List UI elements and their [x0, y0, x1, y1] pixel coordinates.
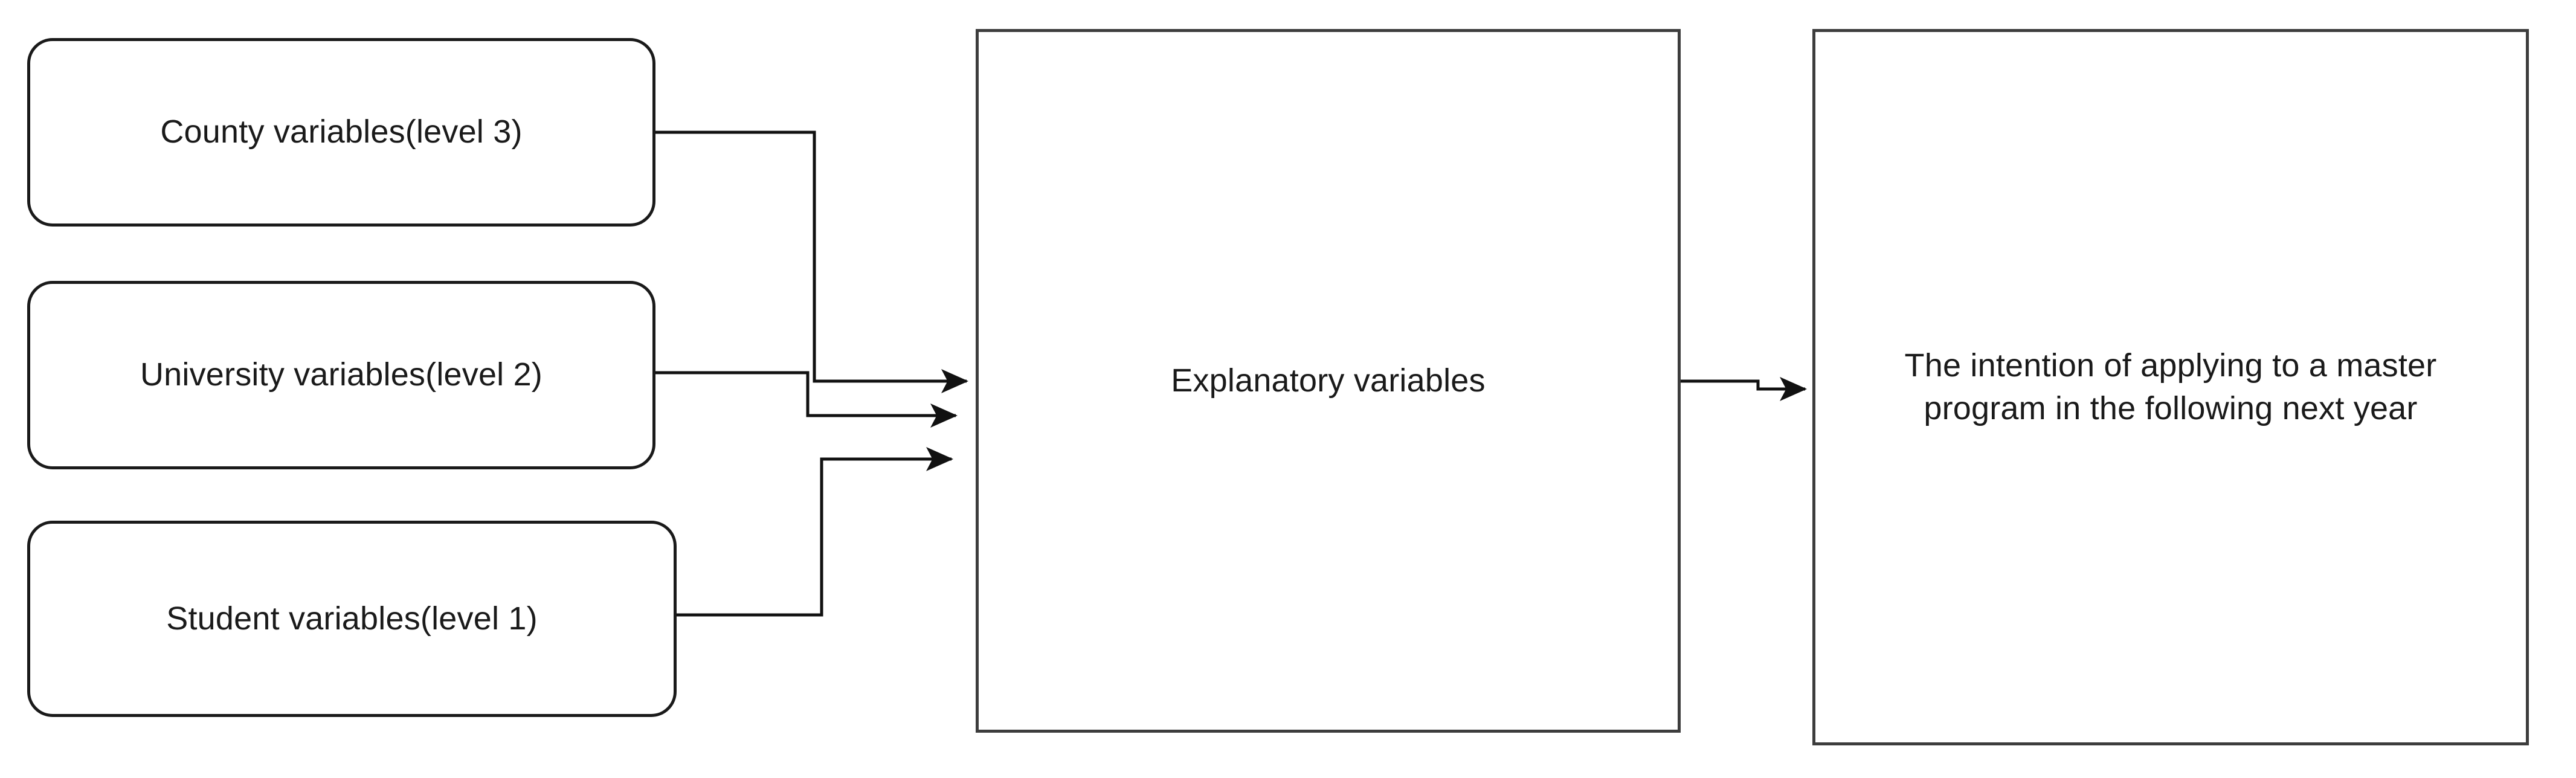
node-label-university-variables: University variables(level 2) — [140, 356, 543, 393]
node-label-student-variables: Student variables(level 1) — [166, 600, 538, 637]
edge-county-to-explanatory — [655, 130, 969, 393]
edge-university-to-explanatory — [655, 371, 958, 428]
node-county-variables[interactable]: County variables(level 3) — [27, 38, 655, 227]
node-outcome-variable[interactable]: The intention of applying to a master pr… — [1812, 29, 2529, 745]
node-explanatory-variables[interactable]: Explanatory variables — [976, 29, 1681, 733]
node-label-outcome-variable: The intention of applying to a master pr… — [1904, 347, 2437, 426]
node-university-variables[interactable]: University variables(level 2) — [27, 281, 655, 469]
edge-explanatory-to-outcome — [1681, 377, 1808, 401]
node-label-county-variables: County variables(level 3) — [160, 114, 523, 150]
edge-student-to-explanatory — [677, 447, 954, 617]
node-label-explanatory-variables: Explanatory variables — [1171, 362, 1486, 399]
node-student-variables[interactable]: Student variables(level 1) — [27, 521, 677, 717]
